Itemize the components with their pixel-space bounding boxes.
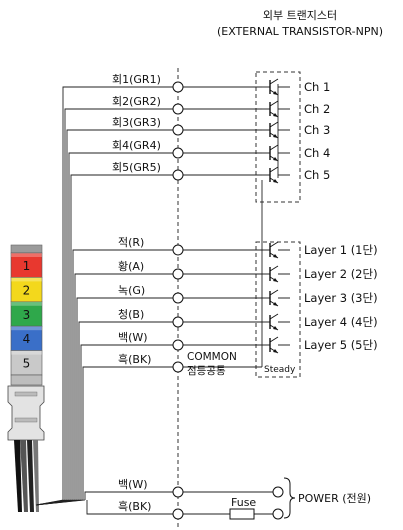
wire <box>86 500 173 515</box>
header-title-ko: 외부 트랜지스터 <box>263 9 337 22</box>
terminal-circle <box>272 486 284 498</box>
wire-label-common: 흑(BK) <box>118 352 151 366</box>
cable-bundle <box>14 440 39 512</box>
channel-label-4: Ch 4 <box>304 146 330 160</box>
terminal-circle <box>172 244 184 256</box>
power-brace <box>283 477 296 519</box>
channel-transistor-icon <box>262 166 279 184</box>
wire-label-layer-2: 황(A) <box>118 260 144 273</box>
layer-label-3: Layer 3 (3단) <box>304 291 378 305</box>
wire <box>64 108 173 500</box>
terminal-circle <box>172 81 184 93</box>
layer-transistor-icon <box>262 241 279 259</box>
terminal-circle <box>272 508 284 520</box>
layer-transistor-box <box>255 241 301 378</box>
wire-label-layer-1: 적(R) <box>118 236 144 249</box>
common-label: COMMON <box>187 351 237 363</box>
channel-label-2: Ch 2 <box>304 102 330 116</box>
wire-label-gr2: 회2(GR2) <box>112 95 161 108</box>
terminal-circle <box>172 486 184 498</box>
tower-tier-number: 4 <box>23 332 31 346</box>
tower-tier-2 <box>10 277 43 303</box>
wire <box>82 366 173 500</box>
tower-tier-4 <box>10 325 43 351</box>
tower-base <box>7 385 45 441</box>
wire-label-gr1: 회1(GR1) <box>112 73 161 86</box>
tower-cap <box>10 244 43 254</box>
wire-label-gr5: 회5(GR5) <box>112 161 161 174</box>
wire <box>70 174 173 500</box>
terminal-circle <box>172 292 184 304</box>
wire <box>80 344 173 500</box>
channel-label-1: Ch 1 <box>304 80 330 94</box>
layer-label-2: Layer 2 (2단) <box>304 267 378 281</box>
wire <box>76 297 173 500</box>
channel-transistor-icon <box>262 144 279 162</box>
channel-transistor-icon <box>262 121 279 139</box>
signal-tower: 1 2 3 4 5 <box>7 244 45 441</box>
terminal-circle <box>172 361 184 373</box>
wire <box>66 129 173 500</box>
steady-label: Steady <box>264 365 296 375</box>
wire-label-power-w: 백(W) <box>118 478 148 491</box>
wire <box>74 273 173 500</box>
terminal-circle <box>172 339 184 351</box>
tower-collar <box>10 374 43 386</box>
layer-transistor-icon <box>262 313 279 331</box>
wire <box>78 321 173 500</box>
terminal-circle <box>172 147 184 159</box>
wire-label-gr4: 회4(GR4) <box>112 139 161 152</box>
terminal-circle <box>172 316 184 328</box>
layer-label-4: Layer 4 (4단) <box>304 315 378 329</box>
layer-transistor-icon <box>262 289 279 307</box>
power-label: POWER (전원) <box>298 492 371 505</box>
wire-label-power-bk: 흑(BK) <box>118 499 151 513</box>
wire <box>72 249 173 500</box>
channel-transistor-icon <box>262 100 279 118</box>
terminal-circle <box>172 169 184 181</box>
label-group: 회1(GR1) Ch 1 회2(GR2) Ch 2 회3(GR3) Ch 3 회4(GR4)… <box>112 73 378 513</box>
fuse-label: Fuse <box>231 496 256 509</box>
channel-label-5: Ch 5 <box>304 168 330 182</box>
terminal-circle <box>172 268 184 280</box>
layer-label-5: Layer 5 (5단) <box>304 338 378 352</box>
wire <box>68 152 173 500</box>
layer-transistor-icon <box>262 265 279 283</box>
tower-tier-number: 1 <box>23 259 31 273</box>
wire-label-gr3: 회3(GR3) <box>112 116 161 129</box>
channel-transistor-box <box>255 71 301 203</box>
wire-label-layer-5: 백(W) <box>118 331 148 344</box>
channel-transistor-icon <box>262 78 279 96</box>
wire-label-layer-4: 청(B) <box>118 308 144 321</box>
tower-tier-number: 2 <box>23 283 31 297</box>
tower-tier-3 <box>10 301 43 327</box>
common-label-ko: 점등공통 <box>187 365 226 377</box>
wire-label-layer-3: 녹(G) <box>118 284 145 297</box>
layer-label-1: Layer 1 (1단) <box>304 243 378 257</box>
fuse-icon <box>229 508 255 520</box>
terminal-circle <box>172 508 184 520</box>
layer-transistor-icon <box>262 336 279 354</box>
terminal-circle <box>172 103 184 115</box>
wire <box>84 491 173 500</box>
wire-group <box>35 78 290 520</box>
channel-label-3: Ch 3 <box>304 123 330 137</box>
tower-tier-number: 3 <box>23 308 31 322</box>
wire <box>62 86 173 500</box>
tower-tier-number: 5 <box>23 357 31 371</box>
header-title-en: (EXTERNAL TRANSISTOR-NPN) <box>217 25 383 38</box>
terminal-circle <box>172 124 184 136</box>
